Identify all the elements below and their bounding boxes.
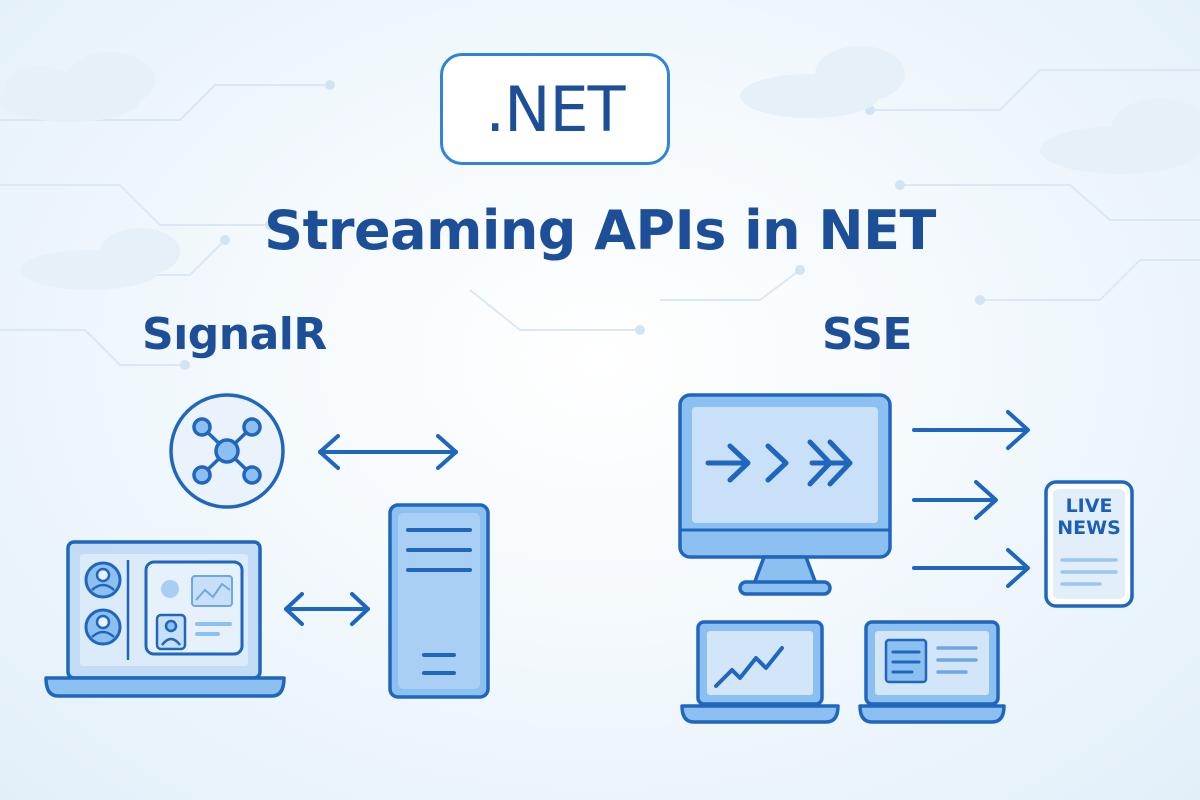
right-arrow-icon <box>912 548 1030 588</box>
live-news-text: LIVE NEWS <box>1046 495 1132 539</box>
right-arrow-icon <box>912 410 1030 450</box>
net-logo-badge: .NET <box>440 53 670 165</box>
signalr-section-title: SıgnalR <box>142 309 327 360</box>
phone-live-news-icon <box>1044 480 1134 608</box>
hub-network-icon <box>169 393 285 509</box>
server-tower-icon <box>388 503 490 699</box>
net-logo-label: .NET <box>485 72 625 146</box>
right-arrow-icon <box>912 480 998 520</box>
laptop-video-call-icon <box>44 540 286 698</box>
tablet-document-icon <box>858 620 1006 724</box>
live-text: LIVE <box>1065 495 1113 517</box>
page-title: Streaming APIs in NET <box>264 199 936 262</box>
sse-section-title: SSE <box>822 309 912 360</box>
laptop-chart-icon <box>680 620 840 724</box>
bidirectional-arrow-icon <box>284 592 370 626</box>
desktop-monitor-stream-icon <box>678 393 892 596</box>
cloud-shapes <box>0 46 1200 290</box>
circuit-nodes <box>180 80 985 370</box>
bidirectional-arrow-icon <box>318 434 458 470</box>
news-text: NEWS <box>1057 517 1121 539</box>
